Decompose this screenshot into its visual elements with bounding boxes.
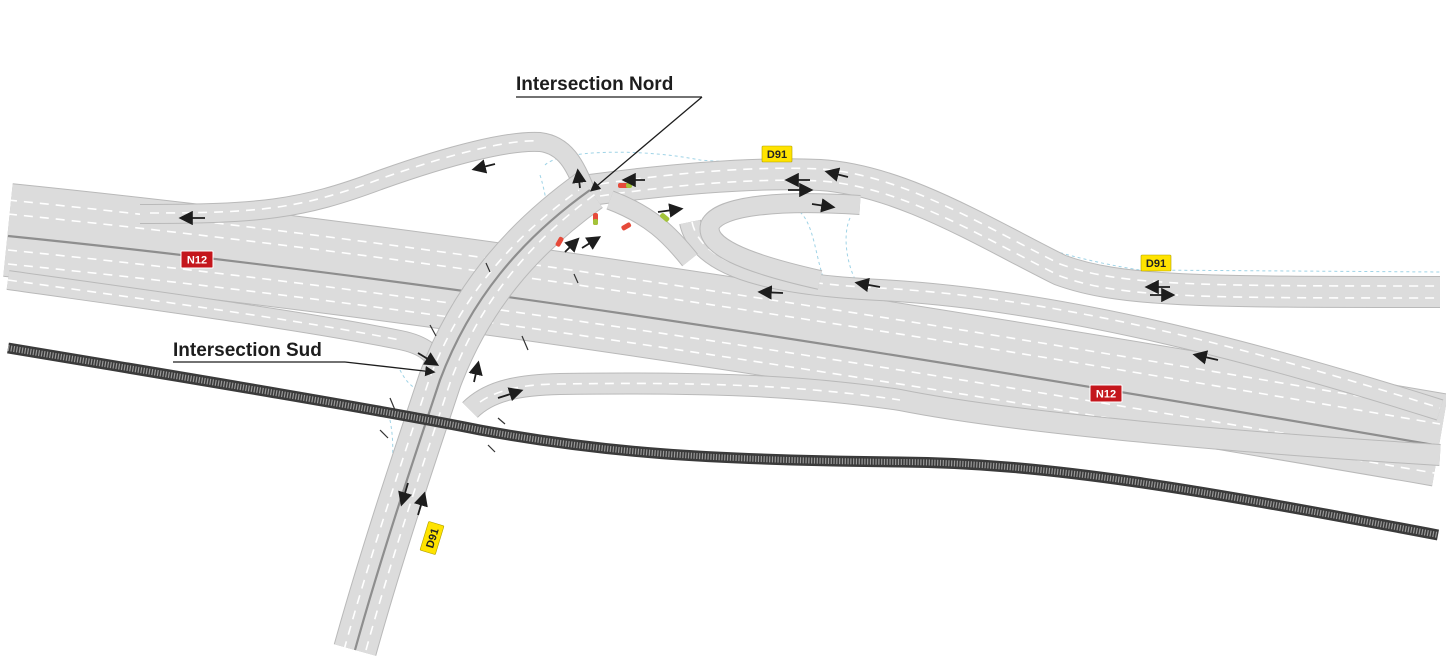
label-intersection-sud: Intersection Sud [173,340,436,377]
n12-sign-east: N12 [1089,384,1123,403]
arrow-icon [417,352,440,366]
intersection-sud-label: Intersection Sud [173,340,322,361]
d91-east [587,158,1441,308]
d91-sign-east: D91 [1140,254,1172,272]
n12-sign-west: N12 [180,250,214,269]
arrow-icon [1192,350,1219,365]
loop-ramp [699,193,861,290]
svg-text:D91: D91 [767,149,787,161]
arrow-icon [572,168,587,189]
bridge-marks [379,262,579,453]
ramp-northwest [139,131,595,224]
arrow-icon [468,360,483,383]
arrow-icon [824,167,849,182]
svg-text:D91: D91 [424,527,441,550]
direction-arrows [178,159,1219,516]
intersection-nord-label: Intersection Nord [516,74,673,95]
ramp-southwest [6,270,450,373]
svg-text:N12: N12 [1096,389,1116,401]
svg-text:N12: N12 [187,255,207,267]
ramp-east [679,218,1444,421]
arrow-icon [811,198,836,213]
d91-sign-south: D91 [419,521,445,555]
arrow-icon [398,482,412,507]
connector-nord [606,190,698,267]
arrow-icon [497,387,524,402]
d91-north-south [333,172,603,656]
arrow-icon [581,236,602,250]
arrow-icon [657,203,684,218]
arrow-icon [854,277,881,293]
d91-sign-north: D91 [761,145,793,163]
arrow-icon [564,237,580,253]
svg-text:D91: D91 [1146,258,1166,270]
label-intersection-nord: Intersection Nord [516,74,703,192]
arrow-icon [757,285,784,300]
arrow-icon [471,159,496,174]
arrow-icon [414,491,428,516]
railway [7,342,1440,541]
